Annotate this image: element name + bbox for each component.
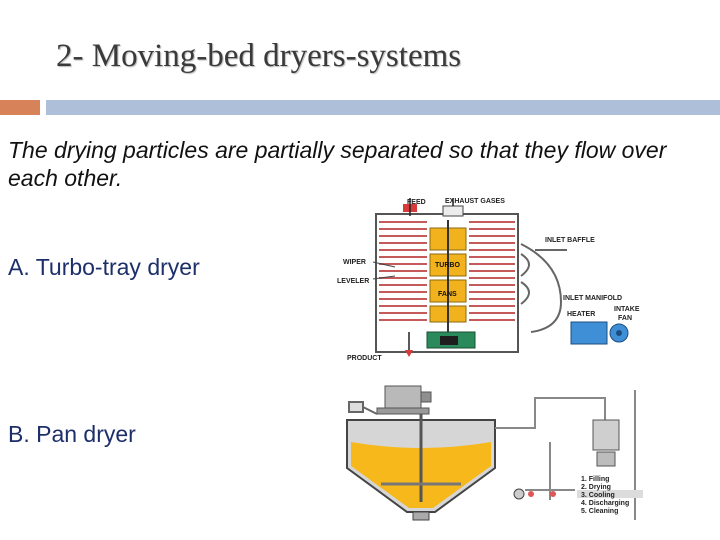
pan-inlets (348, 401, 378, 415)
title-accent-orange (0, 100, 40, 115)
turbo-tray-dryer-diagram: FEED EXHAUST GASES INLET BAFFLE WIPER LE… (337, 198, 640, 362)
left-trays (379, 221, 427, 321)
label-turbo: TURBO (435, 262, 460, 269)
label-feed: FEED (407, 199, 426, 206)
label-leveler: LEVELER (337, 278, 369, 285)
label-wiper: WIPER (343, 259, 366, 266)
product-outlet (405, 332, 413, 357)
right-trays (469, 221, 515, 321)
section-b-heading: B. Pan dryer (8, 421, 136, 447)
legend-item-4: 4. Discharging (581, 500, 629, 507)
label-inlet-baffle: INLET BAFFLE (545, 237, 595, 244)
wiper-pointer (372, 261, 396, 268)
pan-valves (513, 488, 556, 500)
pan-outlet (412, 511, 430, 521)
heater-unit (570, 321, 629, 345)
legend-item-5: 5. Cleaning (581, 508, 618, 515)
section-a-heading: A. Turbo-tray dryer (8, 254, 200, 280)
label-inlet-manifold: INLET MANIFOLD (563, 295, 622, 302)
legend-item-2: 2. Drying (581, 484, 611, 491)
label-intake: INTAKE (614, 306, 640, 313)
legend-item-1: 1. Filling (581, 476, 609, 483)
inlet-manifold (520, 243, 567, 333)
pan-legend: 1. Filling 2. Drying 3. Cooling 4. Disch… (577, 476, 643, 515)
leveler-pointer (372, 275, 396, 280)
dryer-base (426, 331, 476, 349)
label-product: PRODUCT (347, 355, 382, 362)
legend-item-3: 3. Cooling (581, 492, 615, 499)
slide-title: 2- Moving-bed dryers-systems (56, 38, 462, 74)
pan-dryer-diagram: 1. Filling 2. Drying 3. Cooling 4. Disch… (346, 385, 643, 521)
feed-arrow (403, 198, 417, 216)
label-fan: FAN (618, 315, 632, 322)
exhaust-duct (442, 198, 464, 217)
label-fans: FANS (438, 291, 457, 298)
title-accent-blue (46, 100, 720, 115)
pan-motor (376, 385, 432, 415)
label-exhaust: EXHAUST GASES (445, 198, 505, 205)
intro-text: The drying particles are partially separ… (8, 137, 667, 191)
turbo-fans (429, 220, 467, 332)
legend-highlight (577, 490, 643, 498)
pan-piping (495, 390, 636, 520)
condenser (592, 419, 620, 467)
label-heater: HEATER (567, 311, 595, 318)
